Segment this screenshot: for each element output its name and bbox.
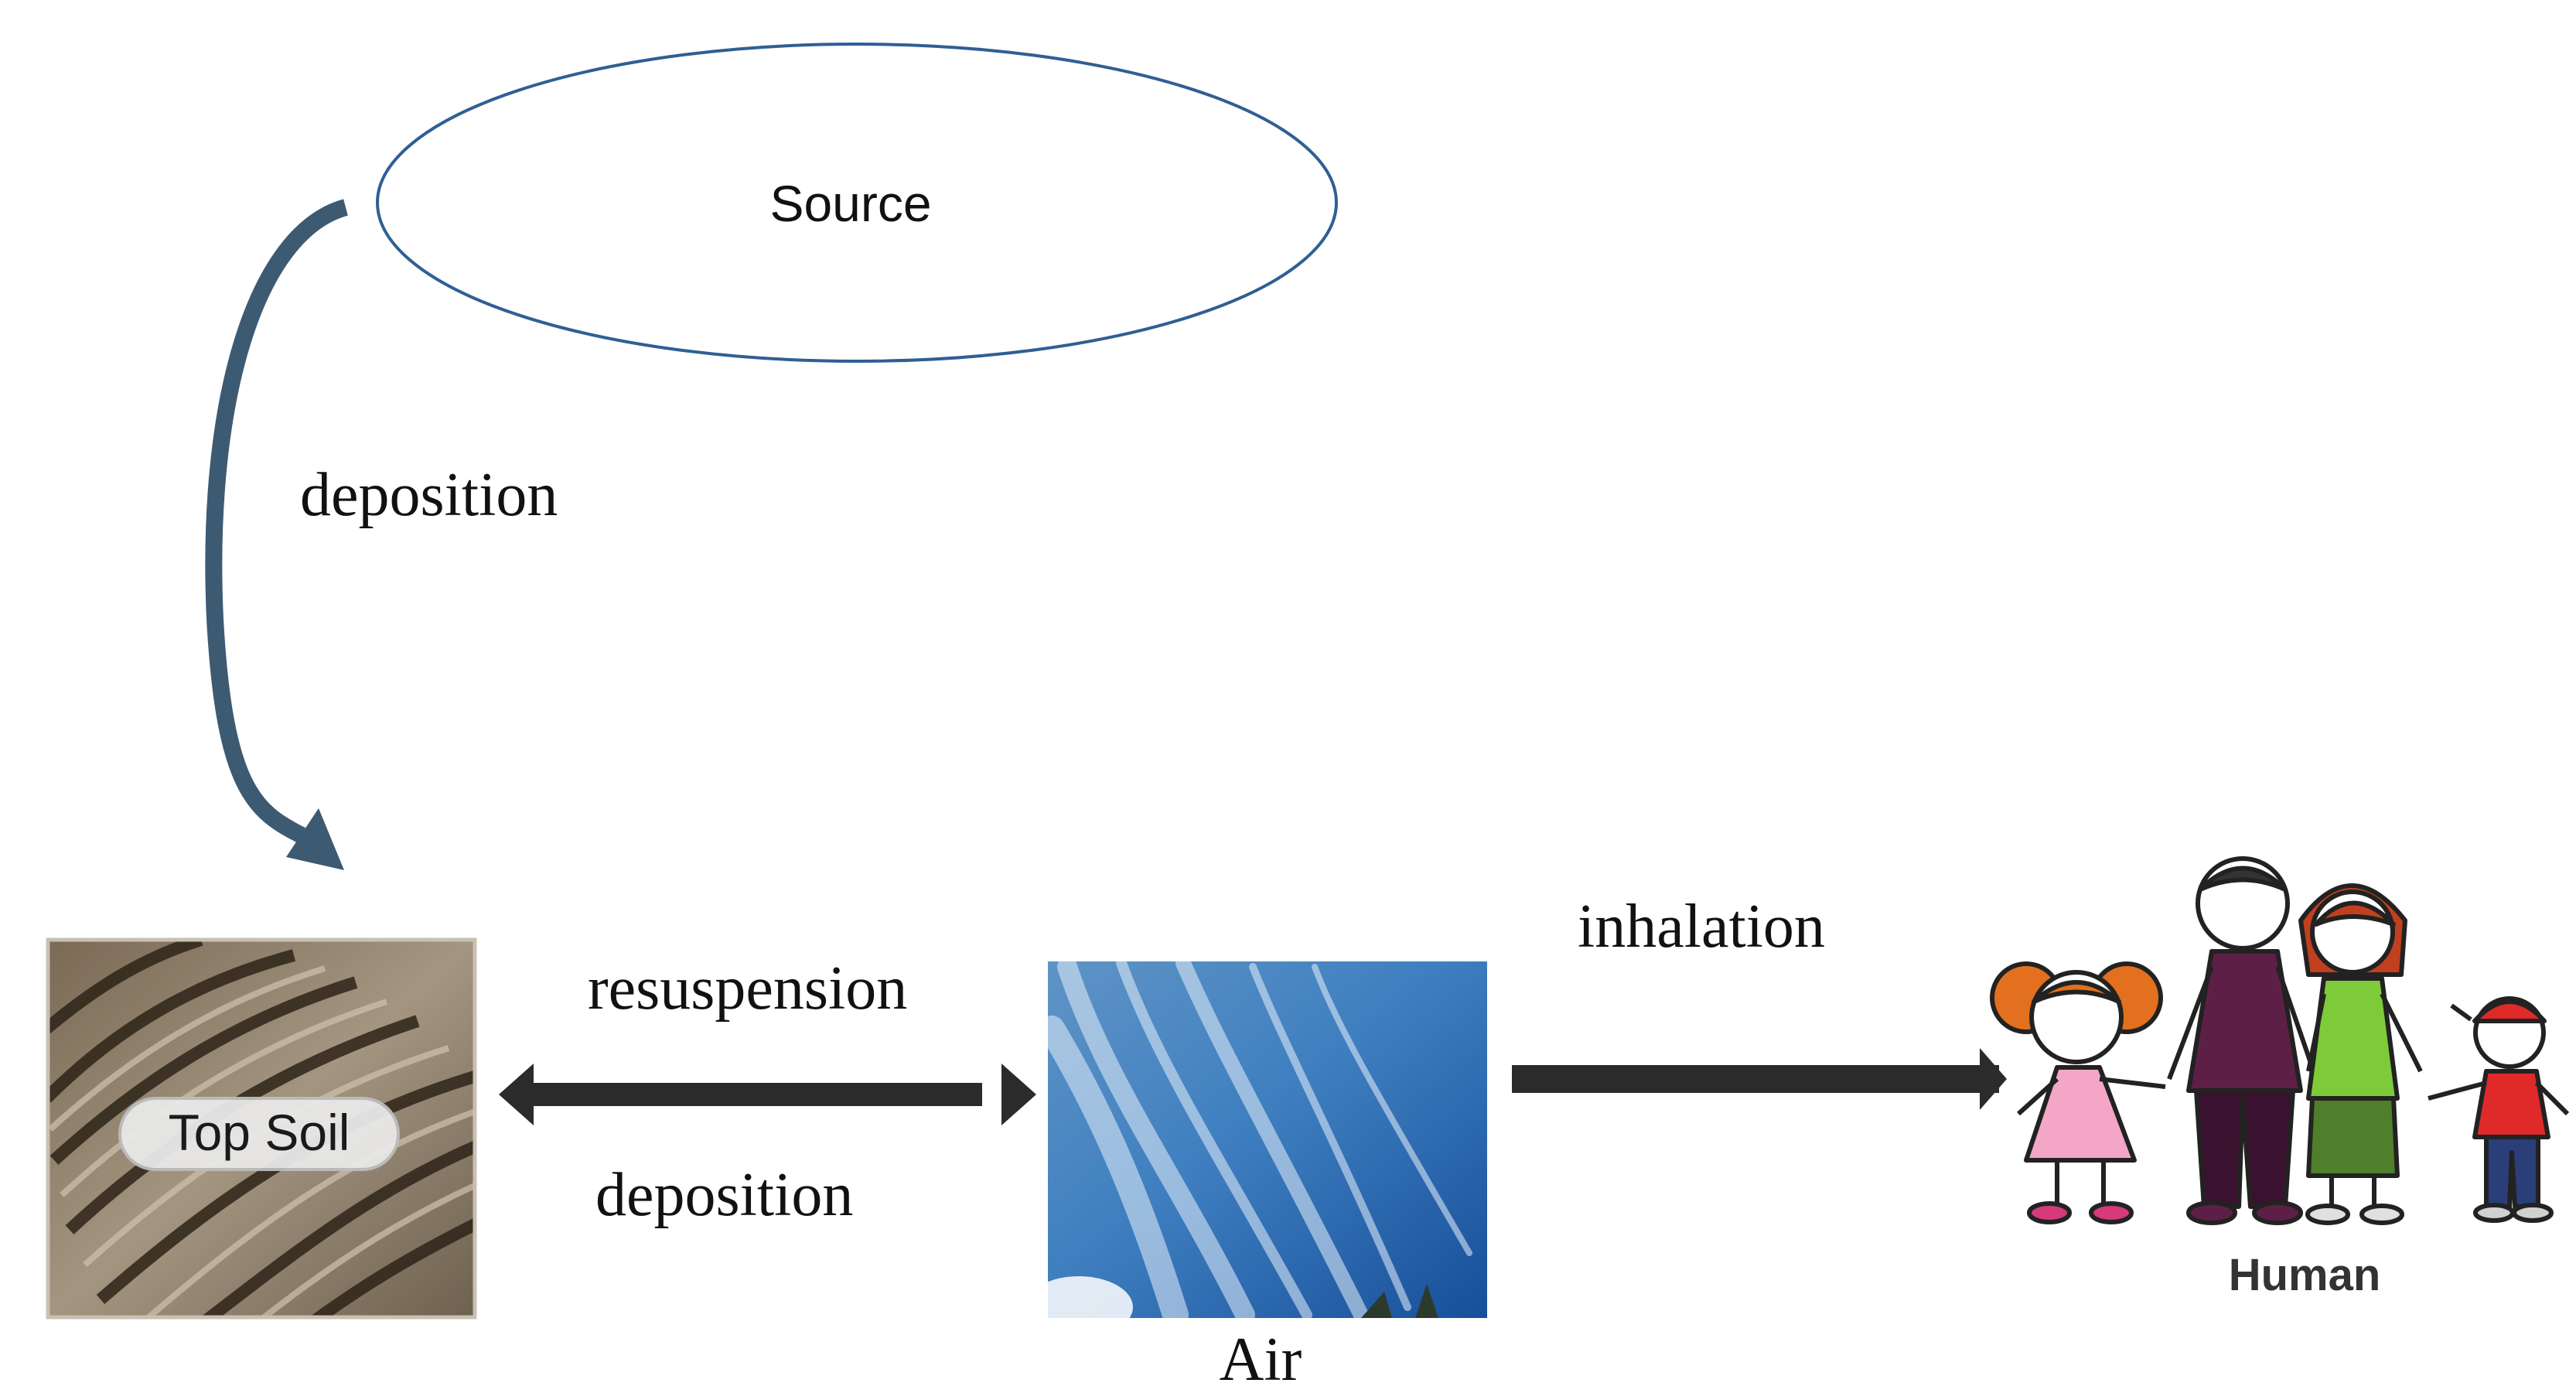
resuspension-label: resuspension — [588, 954, 908, 1023]
top-soil-image: Top Soil — [48, 940, 475, 1317]
source-node — [376, 43, 1338, 363]
arrowhead-right — [1001, 1064, 1036, 1125]
top-soil-label: Top Soil — [169, 1104, 350, 1161]
man-figure — [2167, 856, 2315, 1225]
deposition-label-top: deposition — [300, 461, 558, 529]
inhalation-arrowhead — [1980, 1048, 2007, 1110]
deposition-curved-arrow — [205, 199, 349, 870]
arrowhead-left — [499, 1064, 534, 1125]
air-label: Air — [1219, 1326, 1302, 1394]
boy-figure — [2428, 996, 2570, 1223]
deposition-arrowhead — [286, 808, 344, 870]
human-family-image — [1990, 856, 2570, 1225]
girl-figure — [1990, 961, 2166, 1224]
resuspension-deposition-arrow — [499, 1064, 1036, 1125]
top-soil-frame — [46, 937, 477, 1320]
source-label: Source — [769, 175, 932, 232]
human-label: Human — [2228, 1250, 2381, 1300]
inhalation-label: inhalation — [1578, 893, 1825, 961]
air-image — [1048, 961, 1487, 1318]
deposition-label-bottom: deposition — [595, 1161, 854, 1229]
inhalation-arrow — [1512, 1048, 2007, 1110]
top-soil-label-pill — [118, 1097, 400, 1171]
woman-figure — [2298, 883, 2423, 1225]
